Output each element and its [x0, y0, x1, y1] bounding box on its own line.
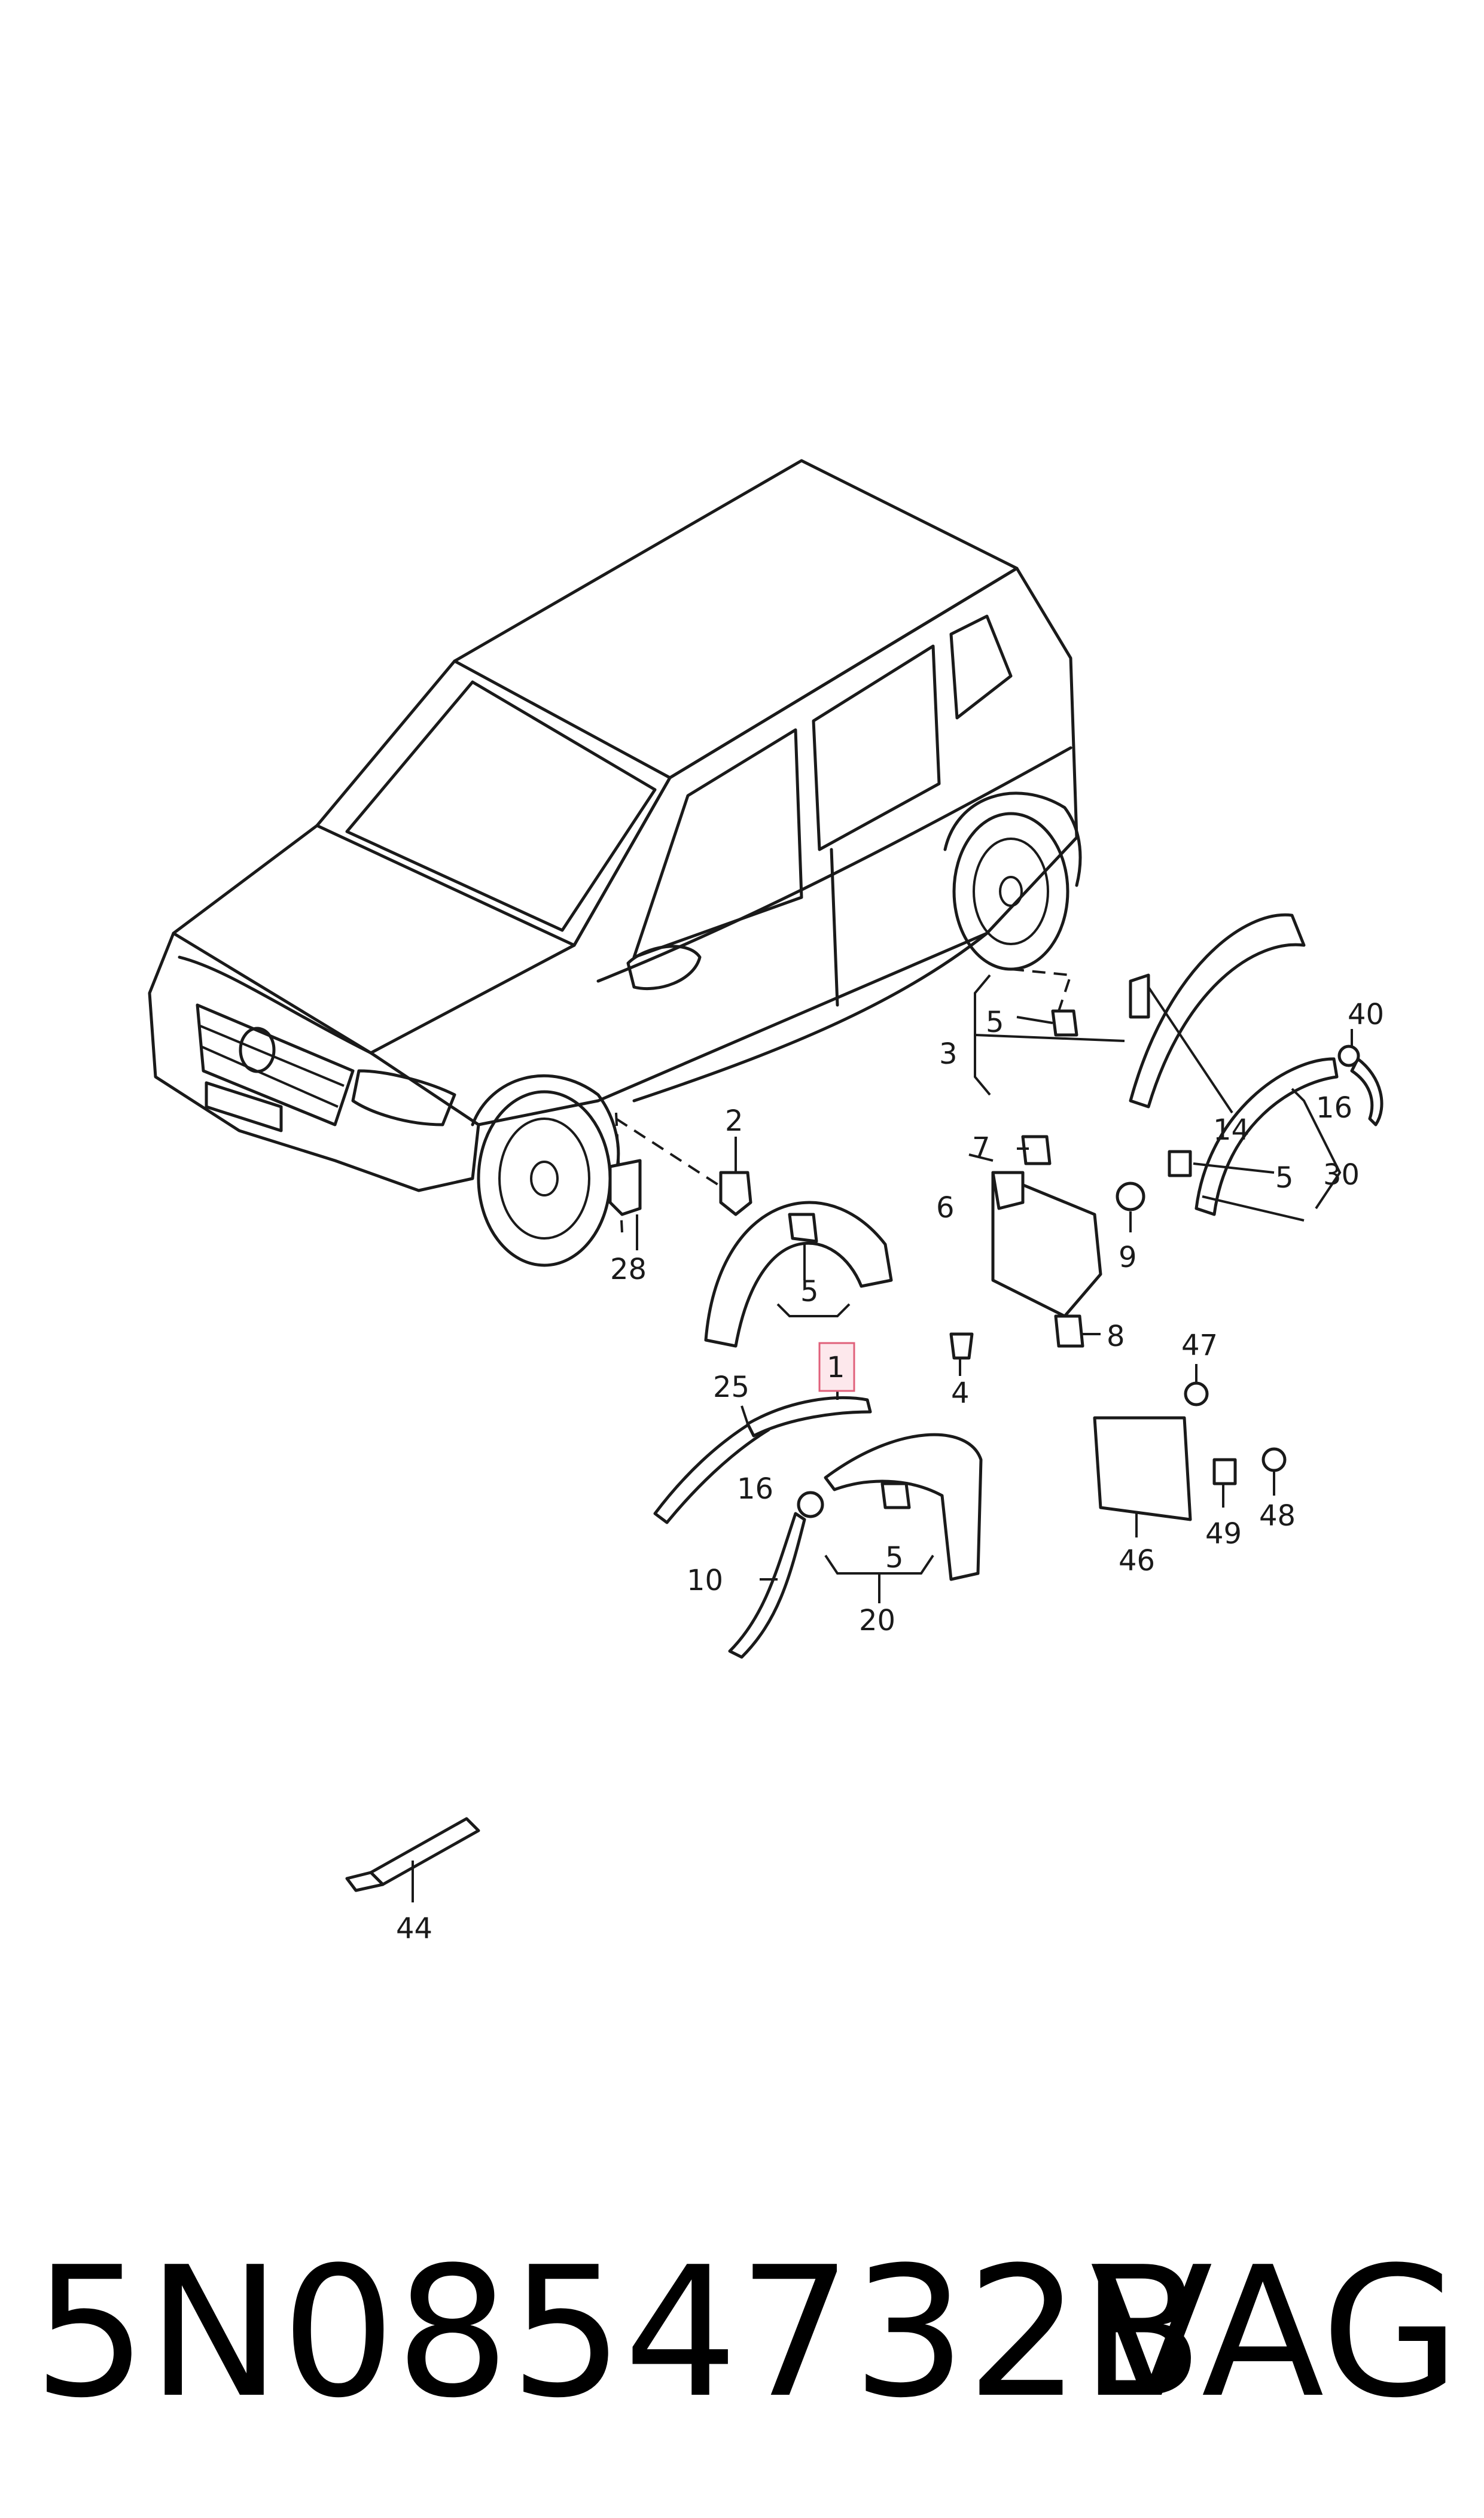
leader-lines — [412, 974, 1353, 1902]
callout-9: 9 — [1119, 1241, 1137, 1274]
callouts: 1 2 3 4 5 5 5 5 6 7 8 9 10 14 16 16 20 2… — [396, 998, 1384, 1945]
callout-5d: 5 — [885, 1541, 904, 1575]
callout-4: 4 — [951, 1377, 970, 1410]
callout-20: 20 — [859, 1604, 895, 1637]
callout-25: 25 — [713, 1371, 749, 1404]
callout-30: 30 — [1323, 1158, 1360, 1192]
callout-16b: 16 — [1316, 1091, 1352, 1125]
callout-2: 2 — [725, 1104, 743, 1138]
callout-6: 6 — [936, 1191, 955, 1225]
callout-44: 44 — [396, 1912, 432, 1945]
callout-5a: 5 — [986, 1006, 1004, 1039]
callout-3: 3 — [939, 1037, 958, 1071]
highlighted-callout-box — [818, 1342, 855, 1392]
callout-16a: 16 — [737, 1472, 773, 1506]
callout-1: 1 — [827, 1351, 845, 1384]
parts — [345, 913, 1384, 1892]
brand-label: VAG — [1090, 2228, 1460, 2437]
parts-diagram: 1 2 3 4 5 5 5 5 6 7 8 9 10 14 16 16 20 2… — [148, 459, 1384, 1945]
callout-49: 49 — [1205, 1517, 1242, 1551]
callout-5c: 5 — [1275, 1161, 1294, 1195]
callout-7: 7 — [972, 1131, 991, 1165]
callout-10: 10 — [687, 1564, 723, 1597]
part-number: 5N0854732B — [33, 2228, 1204, 2437]
callout-8: 8 — [1107, 1320, 1125, 1353]
footer: 5N0854732B VAG — [0, 2208, 1484, 2459]
callout-28: 28 — [610, 1253, 647, 1286]
callout-5b: 5 — [800, 1275, 819, 1308]
vehicle-outline — [148, 459, 1082, 1267]
callout-14: 14 — [1213, 1113, 1250, 1147]
callout-48: 48 — [1259, 1499, 1296, 1533]
callout-46: 46 — [1119, 1544, 1155, 1578]
callout-47: 47 — [1181, 1329, 1218, 1362]
callout-40: 40 — [1348, 998, 1384, 1031]
